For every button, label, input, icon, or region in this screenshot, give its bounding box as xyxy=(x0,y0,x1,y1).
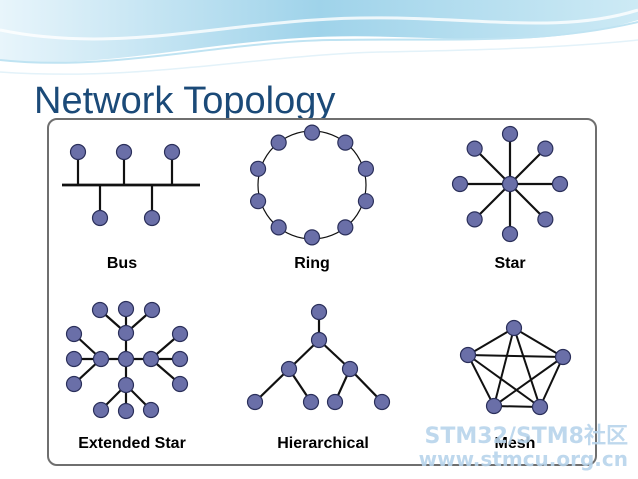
ring-node xyxy=(303,229,321,246)
star-node xyxy=(501,225,519,243)
label-ring: Ring xyxy=(294,255,330,272)
mesh-node xyxy=(554,348,572,366)
slide-title: Network Topology xyxy=(34,80,336,122)
extended-star-hub-node xyxy=(142,350,160,368)
bus-node xyxy=(69,143,87,161)
star-node xyxy=(451,175,469,193)
extended-star-hub-node xyxy=(117,376,135,394)
star-node xyxy=(537,140,554,157)
label-extended-star: Extended Star xyxy=(78,435,186,452)
ring-node xyxy=(249,193,267,210)
star-node xyxy=(466,140,483,157)
mesh-link xyxy=(467,354,564,358)
extended-star-hub-node xyxy=(92,350,110,368)
ring-node xyxy=(303,124,321,141)
ring-node xyxy=(337,134,354,151)
hierarchical-node xyxy=(246,393,264,411)
mesh-link xyxy=(493,356,564,407)
star-node xyxy=(466,211,483,228)
star-link xyxy=(473,183,511,221)
hierarchical-node xyxy=(280,360,298,378)
extended-star-leaf-node xyxy=(171,325,189,343)
watermark-line1: STM32/STM8社区 xyxy=(425,423,628,449)
extended-star-leaf-node xyxy=(171,350,189,368)
extended-star-center-node xyxy=(117,350,135,368)
label-mesh: Mesh xyxy=(495,435,536,452)
extended-star-leaf-node xyxy=(142,401,160,419)
extended-star-leaf-node xyxy=(65,350,83,368)
diagram-panel xyxy=(47,118,597,466)
ring-node xyxy=(357,193,375,210)
mesh-link xyxy=(493,327,515,407)
ring-node xyxy=(270,134,287,151)
hierarchical-node xyxy=(310,331,328,349)
extended-star-leaf-node xyxy=(91,301,109,319)
mesh-link xyxy=(467,327,515,356)
mesh-link xyxy=(513,327,564,358)
extended-star-leaf-node xyxy=(65,325,83,343)
label-star: Star xyxy=(494,255,525,272)
star-hub-node xyxy=(501,175,519,193)
hierarchical-node xyxy=(341,360,359,378)
star-node xyxy=(551,175,569,193)
extended-star-hub-node xyxy=(117,324,135,342)
label-hierarchical: Hierarchical xyxy=(277,435,369,452)
header-wave-decoration xyxy=(0,0,638,75)
mesh-node xyxy=(505,319,523,337)
hierarchical-node xyxy=(310,303,328,321)
bus-node xyxy=(163,143,181,161)
mesh-link xyxy=(467,354,495,407)
mesh-node xyxy=(459,346,477,364)
ring-node xyxy=(270,219,287,236)
label-bus: Bus xyxy=(107,255,137,272)
bus-node xyxy=(143,209,161,227)
mesh-node xyxy=(531,398,549,416)
hierarchical-node xyxy=(373,393,391,411)
star-link xyxy=(473,147,511,185)
hierarchical-node xyxy=(302,393,320,411)
extended-star-leaf-node xyxy=(117,402,135,420)
ring-node xyxy=(357,160,375,177)
extended-star-leaf-node xyxy=(171,375,189,393)
ring-node xyxy=(337,219,354,236)
mesh-link xyxy=(539,356,564,408)
extended-star-leaf-node xyxy=(117,300,135,318)
ring-node xyxy=(249,160,267,177)
extended-star-leaf-node xyxy=(143,301,161,319)
extended-star-leaf-node xyxy=(65,375,83,393)
bus-node xyxy=(91,209,109,227)
bus-node xyxy=(115,143,133,161)
extended-star-leaf-node xyxy=(92,401,110,419)
mesh-link xyxy=(513,327,541,408)
mesh-node xyxy=(485,397,503,415)
star-link xyxy=(509,147,547,185)
watermark-line2: www.stmcu.org.cn xyxy=(419,447,628,471)
star-node xyxy=(537,211,554,228)
star-link xyxy=(509,183,547,221)
mesh-link xyxy=(467,354,541,408)
star-node xyxy=(501,125,519,143)
hierarchical-node xyxy=(326,393,344,411)
